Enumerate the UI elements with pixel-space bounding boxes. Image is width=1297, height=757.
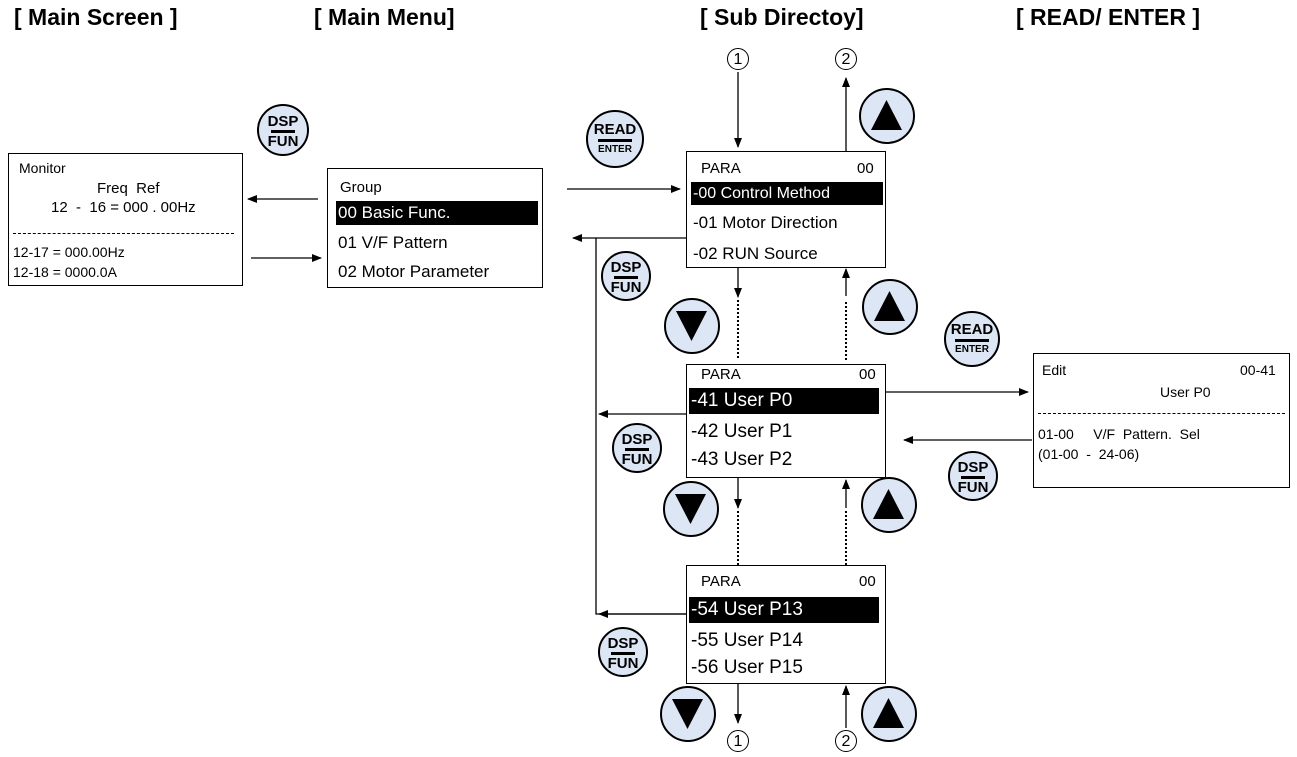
header-sub-directory: [ Sub Directoy] (700, 4, 864, 30)
freq-ref-label: Freq Ref (97, 180, 160, 197)
para-box-3: PARA 00 -54 User P13 -55 User P14 -56 Us… (686, 565, 886, 684)
para-1-item-1[interactable]: -01 Motor Direction (693, 213, 838, 232)
edit-box: Edit 00-41 User P0 01-00 V/F Pattern. Se… (1033, 353, 1290, 488)
group-title: Group (340, 179, 382, 196)
triangle-up-icon (873, 698, 904, 728)
para-2-item-0[interactable]: -41 User P0 (689, 388, 879, 414)
marker-1-top: 1 (727, 48, 749, 70)
group-item-1[interactable]: 01 V/F Pattern (338, 233, 448, 252)
up-button[interactable] (861, 477, 917, 533)
triangle-down-icon (672, 699, 703, 729)
monitor-line-2: 12-18 = 0000.0A (13, 264, 117, 280)
edit-line-2: (01-00 - 24-06) (1038, 446, 1140, 462)
down-button[interactable] (664, 298, 720, 354)
triangle-down-icon (675, 494, 706, 524)
triangle-up-icon (871, 100, 902, 130)
edit-code: 00-41 (1240, 362, 1276, 378)
monitor-box: Monitor Freq Ref 12 - 16 = 000 . 00Hz 12… (8, 153, 243, 286)
monitor-title: Monitor (19, 160, 66, 176)
para-3-item-1[interactable]: -55 User P14 (691, 630, 803, 651)
marker-2-top: 2 (835, 48, 857, 70)
freq-ref-value: 12 - 16 = 000 . 00Hz (51, 199, 196, 216)
up-button[interactable] (861, 686, 917, 742)
divider (1038, 413, 1285, 414)
read-enter-button[interactable]: READ ENTER (944, 311, 1000, 367)
para-2-code: 00 (859, 366, 876, 383)
para-2-title: PARA (701, 366, 741, 383)
dsp-fun-button[interactable]: DSP FUN (612, 423, 662, 473)
header-main-menu: [ Main Menu] (314, 4, 455, 30)
para-1-item-0[interactable]: -00 Control Method (691, 182, 883, 205)
para-1-title: PARA (701, 160, 741, 177)
para-3-item-0[interactable]: -54 User P13 (689, 597, 879, 623)
marker-1-bottom: 1 (727, 730, 749, 752)
down-button[interactable] (660, 686, 716, 742)
para-2-item-2[interactable]: -43 User P2 (691, 449, 793, 470)
triangle-up-icon (873, 489, 904, 519)
read-enter-button[interactable]: READ ENTER (586, 110, 644, 168)
para-1-item-2[interactable]: -02 RUN Source (693, 244, 818, 263)
para-3-item-2[interactable]: -56 User P15 (691, 657, 803, 678)
para-2-item-1[interactable]: -42 User P1 (691, 421, 793, 442)
header-read-enter: [ READ/ ENTER ] (1016, 4, 1200, 30)
para-3-title: PARA (701, 573, 741, 590)
triangle-up-icon (874, 291, 905, 321)
para-1-code: 00 (857, 160, 874, 177)
group-box: Group 00 Basic Func. 01 V/F Pattern 02 M… (327, 168, 543, 288)
divider (13, 233, 234, 234)
group-item-2[interactable]: 02 Motor Parameter (338, 262, 490, 281)
dsp-fun-button[interactable]: DSP FUN (948, 451, 998, 501)
dsp-fun-button[interactable]: DSP FUN (598, 627, 648, 677)
down-button[interactable] (663, 481, 719, 537)
edit-line-1: 01-00 V/F Pattern. Sel (1038, 426, 1200, 442)
marker-2-bottom: 2 (835, 730, 857, 752)
up-button[interactable] (859, 88, 915, 144)
header-main-screen: [ Main Screen ] (14, 4, 178, 30)
up-button[interactable] (862, 279, 918, 335)
para-box-2: PARA 00 -41 User P0 -42 User P1 -43 User… (686, 364, 886, 478)
edit-title: Edit (1042, 362, 1067, 378)
edit-name: User P0 (1160, 384, 1211, 400)
monitor-line-1: 12-17 = 000.00Hz (13, 244, 125, 260)
triangle-down-icon (676, 311, 707, 341)
para-3-code: 00 (859, 573, 876, 590)
group-item-0[interactable]: 00 Basic Func. (336, 201, 538, 225)
dsp-fun-button[interactable]: DSP FUN (601, 251, 651, 301)
para-box-1: PARA 00 -00 Control Method -01 Motor Dir… (686, 151, 886, 268)
dsp-fun-button[interactable]: DSP FUN (257, 104, 309, 156)
